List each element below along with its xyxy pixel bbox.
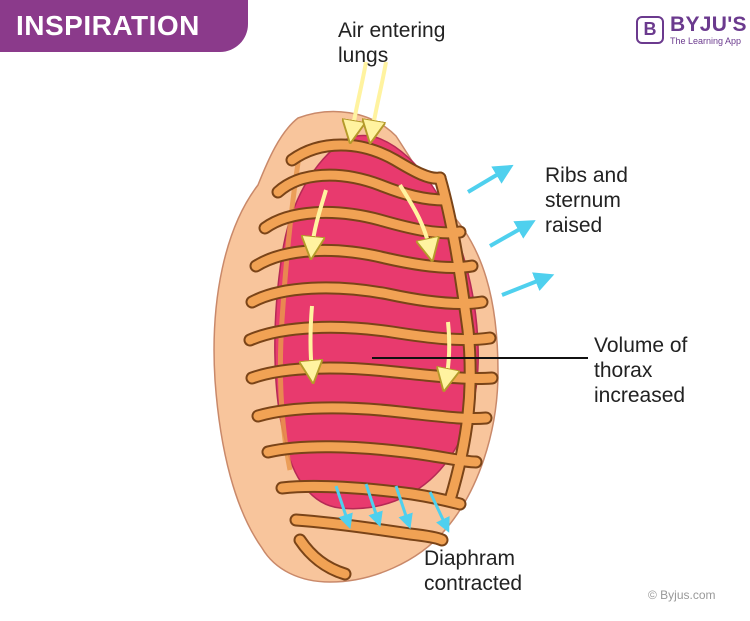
air-label-line: lungs — [338, 44, 389, 67]
copyright-notice: © Byjus.com — [648, 588, 716, 602]
ribs-label-line: raised — [545, 214, 603, 237]
brand-name: BYJU'S — [670, 13, 747, 36]
air-flow-arrows — [311, 61, 450, 380]
diaphragm-label-line: Diaphram — [424, 547, 516, 570]
air-label: Air entering lungs — [338, 18, 445, 68]
ribs-label-line: sternum — [545, 189, 621, 212]
diaphragm-arrows — [334, 483, 450, 533]
rib-movement-arrows — [466, 164, 555, 297]
brand-mark-icon: B — [636, 16, 664, 44]
title-banner: INSPIRATION — [0, 0, 248, 52]
diaphragm-label-line: contracted — [424, 572, 523, 595]
brand-tagline: The Learning App — [670, 36, 742, 46]
volume-label: Volume of thorax increased — [594, 333, 687, 408]
brand-logo: B BYJU'S The Learning App — [636, 13, 747, 48]
rib-cage — [243, 138, 499, 581]
volume-label-line: increased — [594, 384, 686, 407]
diaphragm-label: Diaphram contracted — [424, 546, 522, 596]
spine — [277, 149, 303, 471]
volume-label-line: Volume of — [594, 334, 688, 357]
ribs-label: Ribs and sternum raised — [545, 163, 628, 238]
air-label-line: Air entering — [338, 19, 446, 42]
volume-label-line: thorax — [594, 359, 653, 382]
ribs-label-line: Ribs and — [545, 164, 628, 187]
diagram-title: INSPIRATION — [16, 10, 200, 41]
